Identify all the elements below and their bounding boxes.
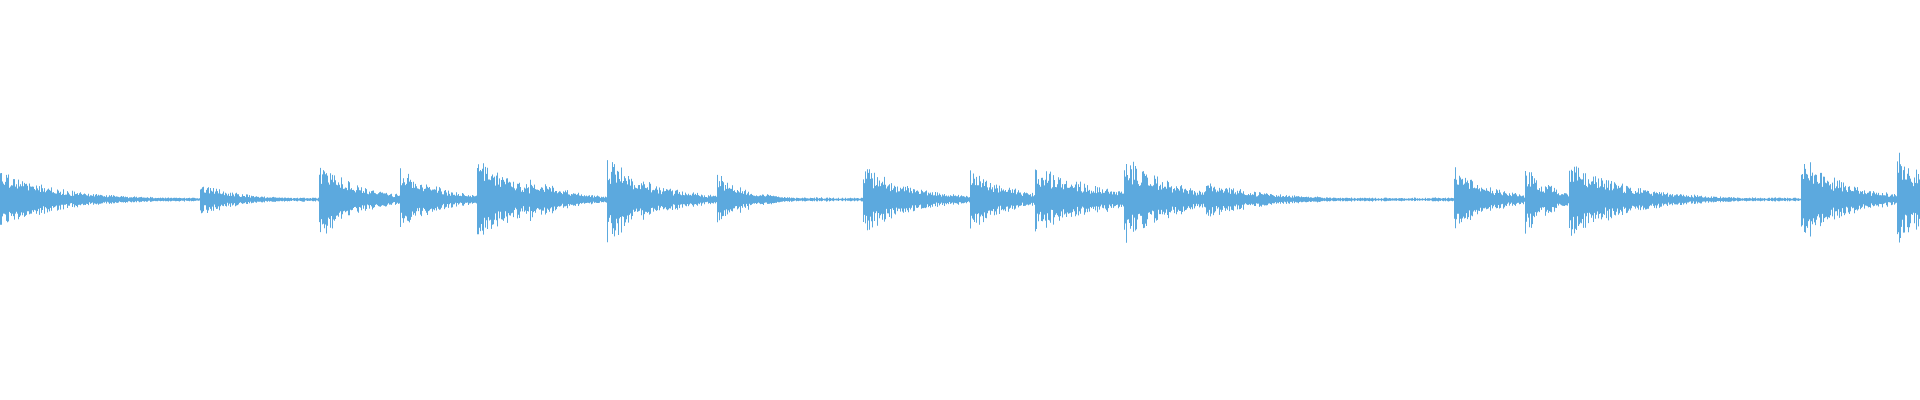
waveform-path <box>0 152 1920 243</box>
waveform-bars <box>0 152 1920 243</box>
